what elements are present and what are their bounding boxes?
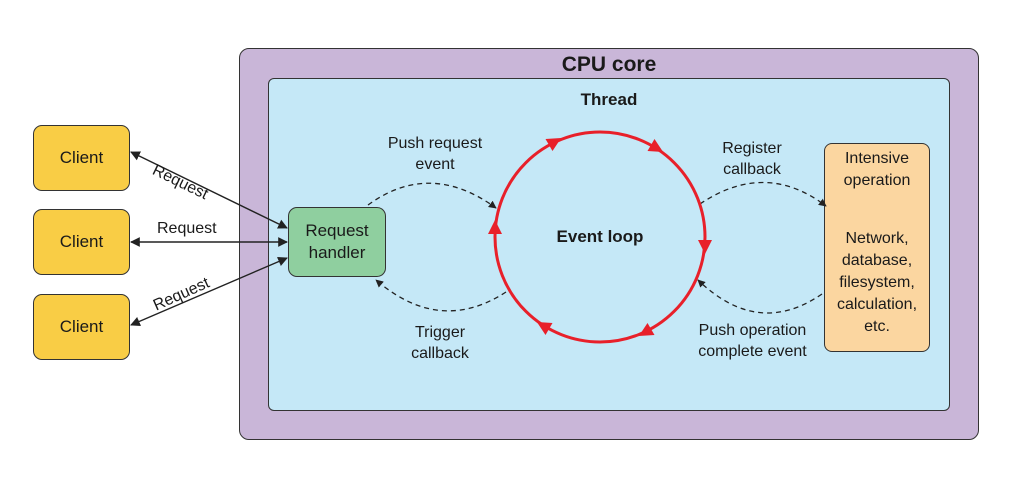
cpu-core-title: CPU core [561, 53, 657, 76]
trigger-callback-line1: Trigger [414, 324, 466, 341]
push-request-arrow [367, 182, 497, 209]
client-box-1: Client [33, 125, 130, 191]
register-callback-label: Register callback [702, 138, 802, 180]
push-operation-complete-label: Push operation complete event [680, 320, 825, 362]
intensive-operation-item: filesystem, [839, 274, 915, 291]
request-handler-label-line2: handler [308, 243, 366, 262]
push-request-event-line2: event [415, 156, 455, 173]
intensive-operation-item: Network, [845, 230, 909, 247]
event-loop-circle [493, 130, 707, 344]
intensive-operation-item: etc. [864, 318, 890, 335]
event-loop-arrowheads [488, 138, 712, 336]
intensive-operation-item: calculation, [836, 296, 918, 313]
event-loop-label: Event loop [556, 227, 644, 246]
client-label: Client [59, 232, 104, 251]
request-arrow-3 [130, 256, 288, 327]
intensive-operation-heading-2: operation [843, 172, 911, 189]
request-arrow-1 [130, 151, 288, 229]
intensive-operation-item: database, [841, 252, 913, 269]
client-label: Client [59, 317, 104, 336]
push-operation-complete-arrow [697, 279, 823, 314]
trigger-callback-line2: callback [411, 345, 469, 362]
trigger-callback-label: Trigger callback [390, 322, 490, 364]
push-request-event-label: Push request event [370, 133, 500, 175]
push-operation-complete-line2: complete event [698, 343, 807, 360]
intensive-operation-heading-1: Intensive [844, 150, 910, 167]
register-callback-line1: Register [722, 140, 782, 157]
intensive-operation-box: Intensive operation Network, database, f… [824, 143, 930, 352]
thread-title: Thread [580, 90, 638, 109]
client-label: Client [59, 148, 104, 167]
client-box-2: Client [33, 209, 130, 275]
push-request-event-line1: Push request [387, 135, 483, 152]
request-handler-label-line1: Request [305, 221, 369, 240]
trigger-callback-arrow [375, 279, 507, 312]
register-callback-line2: callback [723, 161, 781, 178]
request-handler-box: Request handler [288, 207, 386, 277]
client-box-3: Client [33, 294, 130, 360]
request-label-2: Request [157, 220, 217, 237]
push-operation-complete-line1: Push operation [698, 322, 807, 339]
register-callback-arrow [699, 181, 827, 207]
